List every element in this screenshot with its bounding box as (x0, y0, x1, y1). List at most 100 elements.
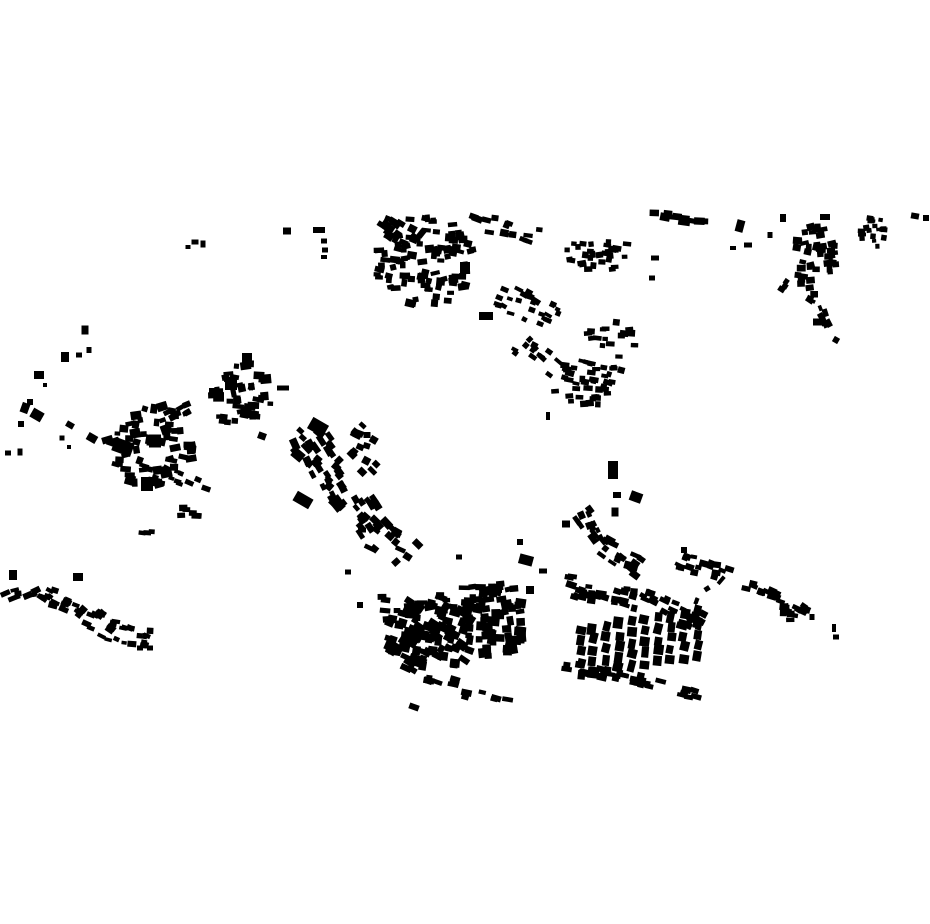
building-footprint (9, 570, 17, 580)
north-central-village-building (523, 232, 533, 239)
north-central-village-building (579, 240, 587, 247)
central-diagonal-corridor-building (357, 513, 367, 525)
building-footprint (780, 214, 786, 222)
north-central-village-building (520, 316, 528, 323)
building-footprint (623, 560, 639, 572)
south-central-grid-building (514, 597, 527, 609)
south-central-grid-building (579, 668, 592, 678)
central-diagonal-corridor-building (308, 469, 317, 480)
central-diagonal-corridor-building (314, 463, 324, 474)
north-central-village-building (425, 277, 433, 285)
far-west-strip-building (146, 627, 154, 635)
north-central-village-building (373, 272, 381, 277)
south-central-grid-building (486, 634, 497, 645)
building-footprint (923, 215, 929, 221)
north-central-village-building (610, 264, 619, 270)
north-central-village-building (451, 243, 462, 249)
north-central-village-building (448, 281, 458, 287)
south-central-grid-building (589, 666, 601, 675)
north-central-village-building (586, 248, 594, 255)
west-village-building (162, 464, 172, 473)
north-central-village-building (468, 212, 479, 222)
central-diagonal-corridor-building (300, 442, 313, 455)
south-central-grid-building (659, 607, 669, 616)
building-footprint (5, 450, 11, 456)
far-west-strip-building (96, 632, 107, 640)
central-diagonal-corridor-building (356, 466, 368, 478)
far-west-strip-building (74, 607, 85, 616)
building-footprint (149, 434, 161, 448)
south-central-grid-building (417, 647, 426, 655)
south-central-grid-building (618, 596, 630, 606)
far-east-cluster-building (819, 226, 828, 233)
central-diagonal-corridor-building (335, 500, 346, 512)
central-diagonal-corridor-building (379, 516, 394, 530)
south-central-grid-building (482, 622, 493, 633)
building-footprint (76, 352, 82, 358)
east-linear-strip-building (788, 612, 799, 619)
west-village-building (125, 435, 134, 442)
building-footprint (539, 568, 547, 574)
north-central-village-building (493, 300, 503, 308)
south-central-grid-building (393, 608, 401, 614)
north-central-village-building (432, 228, 441, 235)
south-central-grid-building (689, 686, 700, 695)
north-central-village-building (430, 270, 441, 277)
west-village-building (178, 453, 189, 461)
west-village-building (232, 403, 245, 410)
east-linear-strip-building (694, 621, 703, 631)
far-west-strip-building (0, 589, 11, 598)
building-footprint (123, 473, 137, 487)
south-central-grid-building (574, 518, 585, 530)
north-central-village-building (528, 352, 538, 362)
north-central-village-building (508, 230, 517, 239)
south-central-grid-building (596, 550, 607, 560)
south-central-grid-building (594, 526, 601, 534)
north-central-village-building (380, 256, 391, 263)
north-central-village-building (602, 336, 608, 342)
east-linear-strip-building (689, 568, 699, 577)
north-central-village-building (615, 354, 623, 359)
north-east-cluster-building (698, 218, 709, 225)
south-central-grid-building (477, 648, 486, 659)
west-village-building (252, 413, 261, 420)
south-central-grid-building (585, 509, 593, 518)
south-central-grid-building (441, 600, 452, 611)
south-central-grid-building (490, 695, 498, 703)
grid-building (638, 636, 651, 648)
north-central-village-building (605, 254, 613, 263)
far-west-strip-building (118, 625, 128, 631)
west-village-building (183, 408, 192, 417)
north-central-village-building (377, 262, 385, 269)
building-footprints (0, 209, 929, 712)
north-east-cluster-building (649, 209, 660, 217)
north-central-village-building (595, 251, 604, 259)
central-diagonal-corridor-building (322, 470, 332, 480)
south-central-grid-building (601, 544, 610, 553)
north-central-village-building (398, 238, 409, 247)
south-central-grid-building (456, 607, 465, 616)
north-central-village-building (399, 272, 410, 279)
building-footprint (18, 421, 24, 427)
building-footprint (681, 547, 687, 553)
north-central-village-building (535, 226, 543, 233)
building-footprint (813, 318, 823, 326)
west-village-building (175, 403, 186, 412)
building-footprint (61, 352, 69, 362)
far-east-cluster-building (878, 217, 884, 223)
south-central-grid-building (587, 590, 596, 598)
grid-building (652, 655, 663, 667)
south-central-grid-building (468, 583, 477, 590)
north-central-village-building (499, 285, 510, 294)
north-central-village-building (406, 250, 418, 260)
south-central-grid-building (578, 588, 588, 597)
central-diagonal-corridor-building (315, 434, 327, 447)
south-central-grid-building (607, 539, 620, 549)
central-diagonal-corridor-building (322, 445, 333, 458)
north-central-village-building (506, 296, 514, 302)
west-village-building (176, 426, 184, 435)
building-footprint (833, 634, 839, 640)
building-footprint (526, 586, 534, 594)
building-footprint (456, 554, 462, 560)
